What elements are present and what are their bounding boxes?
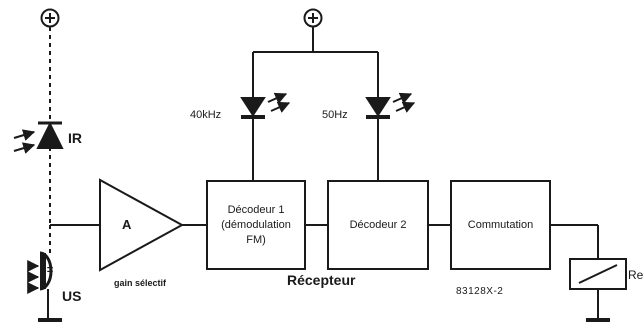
led-40khz-icon [240,92,291,180]
gain-label: gain sélectif [114,278,167,288]
switching-block: Commutation [450,180,551,270]
freq-40khz-label: 40kHz [190,109,222,121]
ir-label: IR [68,130,82,146]
amplifier-triangle [99,178,185,272]
us-symbol: ± [47,263,54,275]
relay-label: Re [628,268,643,282]
decoder-1-line-3: FM) [246,233,266,246]
supply-terminal-left [40,8,60,28]
ultrasonic-transducer-icon [27,251,62,322]
amplifier-label: A [122,217,132,232]
us-label: US [62,288,82,304]
led-50hz-icon [365,92,416,180]
figure-id: 83128X-2 [456,286,504,297]
ir-photodiode-icon [13,121,64,154]
decoder-1-block: Décodeur 1 (démodulation FM) [206,180,306,270]
supply-terminal-top [303,8,323,28]
decoder-2-block: Décodeur 2 [327,180,429,270]
relay-icon [569,258,627,322]
freq-50hz-label: 50Hz [322,109,348,121]
decoder-1-line-1: Décodeur 1 [227,203,285,216]
receiver-title: Récepteur [287,272,356,288]
decoder-1-line-2: (démodulation [221,218,291,231]
